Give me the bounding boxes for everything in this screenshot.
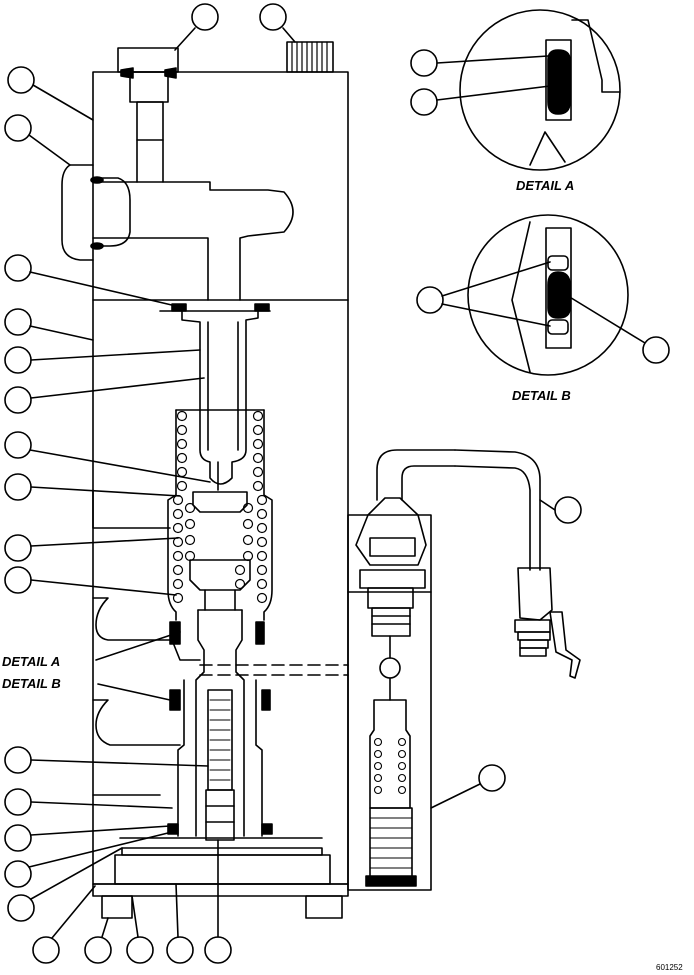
knurled-cap xyxy=(286,41,334,73)
switch-housing xyxy=(347,514,432,891)
cable-connector xyxy=(514,567,581,679)
detail-a-view xyxy=(459,9,621,171)
parting-seals xyxy=(159,303,271,312)
detail-a-callout: DETAIL A xyxy=(2,654,60,669)
pressure-switch xyxy=(355,497,427,887)
detail-b-callout: DETAIL B xyxy=(2,676,61,691)
detail-b-caption: DETAIL B xyxy=(512,388,571,403)
callout-balloons xyxy=(4,3,670,964)
plunger xyxy=(181,310,259,491)
top-fitting xyxy=(117,47,179,183)
detail-a-caption: DETAIL A xyxy=(516,178,574,193)
detail-b-view xyxy=(467,214,629,376)
valve-body xyxy=(92,71,349,919)
upper-passage xyxy=(61,164,294,301)
spring-housing xyxy=(167,409,273,621)
lower-spool xyxy=(119,609,323,841)
electrical-cable xyxy=(376,449,541,571)
figure-number: 601252 xyxy=(656,963,683,972)
coil-spring xyxy=(172,410,268,604)
